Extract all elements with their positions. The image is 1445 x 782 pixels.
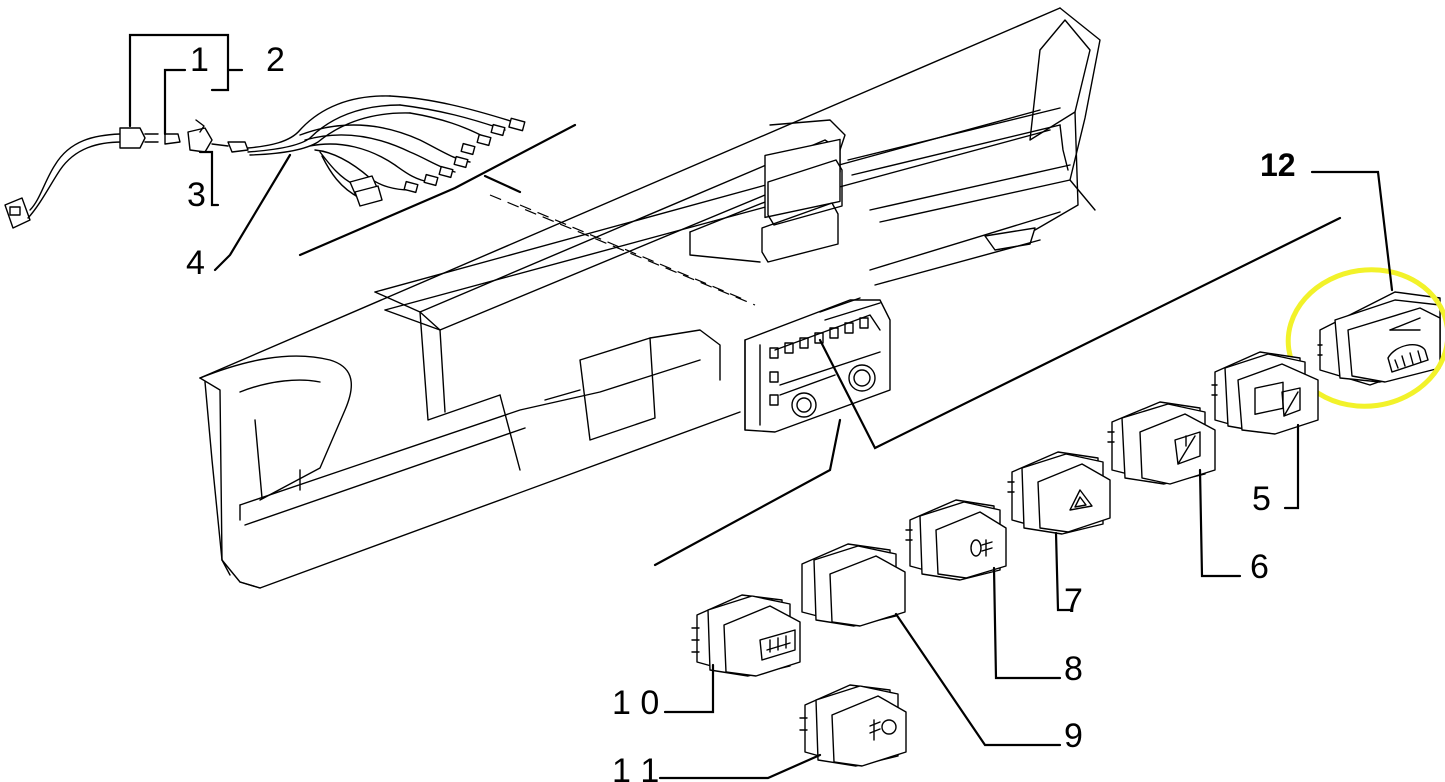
callout-12: 12 — [1260, 147, 1296, 183]
yellow-highlight-circle — [1285, 267, 1445, 409]
switch-11 — [799, 684, 907, 767]
switch-12 — [1317, 291, 1441, 386]
callout-4: 4 — [186, 244, 205, 282]
callout-8: 8 — [1064, 650, 1083, 688]
callout-10: 1 0 — [612, 684, 659, 722]
callout-1: 1 — [190, 41, 209, 79]
console-switch-slots — [769, 297, 881, 406]
switch-5 — [1211, 351, 1319, 435]
leader-lines-switches — [653, 170, 1394, 780]
switch-6 — [1107, 401, 1216, 485]
callout-7: 7 — [1064, 582, 1083, 620]
switch-9 — [801, 543, 906, 627]
leader-lines-top-left — [128, 33, 292, 272]
switch-8 — [905, 499, 1007, 581]
wiring-harness — [4, 95, 526, 229]
switch-7 — [1007, 451, 1111, 535]
callout-11: 1 1 — [612, 752, 659, 782]
dashboard-outline — [199, 7, 1101, 589]
callout-9: 9 — [1064, 717, 1083, 755]
callout-5: 5 — [1252, 480, 1271, 518]
switch-10 — [691, 594, 801, 677]
callout-6: 6 — [1250, 548, 1269, 586]
callout-3: 3 — [187, 176, 206, 214]
callout-labels: 1 2 3 4 12 5 6 7 8 9 1 0 1 1 — [186, 41, 1296, 782]
callout-2: 2 — [266, 41, 285, 79]
